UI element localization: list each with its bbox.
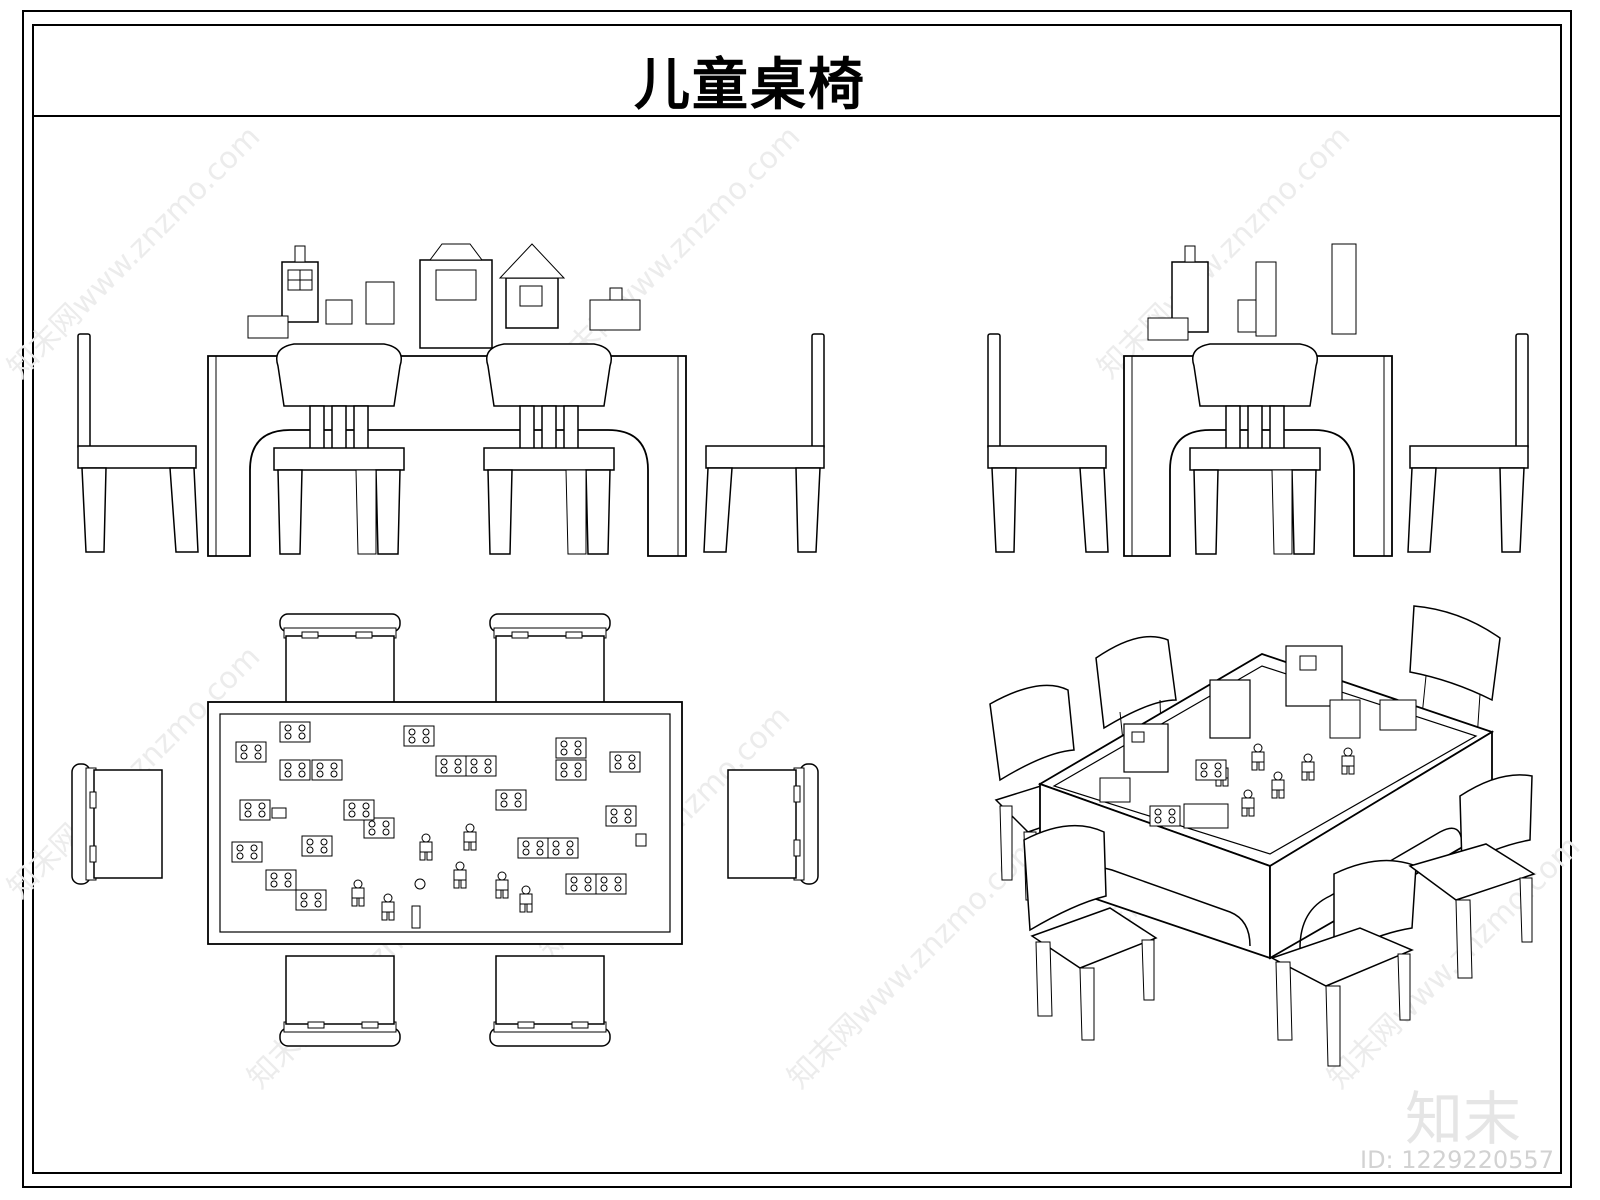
table-toys-front	[247, 243, 641, 349]
iso-chair-back-right	[1409, 605, 1501, 755]
watermark-id: ID: 1229220557	[1360, 1146, 1554, 1174]
plan-chair-bottom-left	[279, 955, 401, 1047]
chair-side-view-left	[987, 333, 1109, 553]
plan-toys	[231, 721, 647, 929]
iso-chair-front-left	[1023, 824, 1158, 1041]
plan-chair-top-right	[489, 613, 611, 705]
plan-chair-bottom-right	[489, 955, 611, 1047]
outer-border	[22, 10, 1572, 1188]
inner-border	[32, 24, 1562, 1174]
plan-view	[71, 613, 819, 1047]
plan-chair-left	[71, 763, 163, 885]
chair-right-side	[703, 333, 825, 553]
side-elevation-view	[987, 243, 1529, 557]
iso-chair-right	[1408, 774, 1536, 979]
iso-table-toys	[1099, 645, 1417, 829]
title-divider	[32, 115, 1562, 117]
chair-front-left	[273, 343, 405, 555]
table-toys-side	[1147, 243, 1357, 341]
chair-side-view-front	[1189, 343, 1321, 555]
chair-left-side	[77, 333, 199, 553]
watermark-text: 知末网www.znzmo.com	[1, 119, 267, 385]
front-elevation-view	[77, 243, 825, 557]
isometric-view	[989, 605, 1536, 1067]
plan-chair-right	[727, 763, 819, 885]
chair-front-right	[483, 343, 615, 555]
kids-table-side	[1123, 355, 1393, 557]
drawing-title: 儿童桌椅	[634, 53, 866, 118]
plan-chair-top-left	[279, 613, 401, 705]
iso-chair-front-right	[1270, 859, 1417, 1067]
chair-side-view-right	[1407, 333, 1529, 553]
watermark-logo: 知末	[1405, 1085, 1522, 1153]
